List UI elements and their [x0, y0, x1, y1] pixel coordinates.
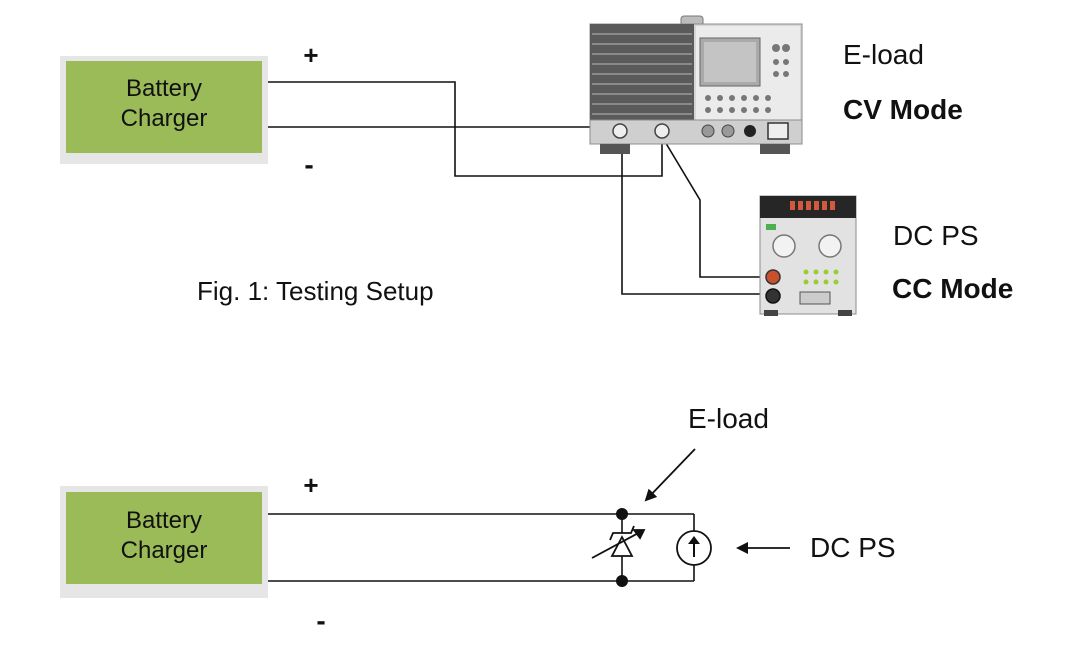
eload-pointer-arrow — [644, 448, 696, 502]
top-eload-mode: CV Mode — [843, 94, 963, 125]
bottom-minus-terminal-label: - — [316, 605, 325, 636]
top-charger-label-line2: Charger — [121, 105, 208, 132]
current-source-icon — [676, 530, 712, 566]
bottom-charger-label-line1: Battery — [126, 507, 202, 534]
top-wire-eload-to-dcps — [663, 139, 778, 278]
bottom-charger-label-line2: Charger — [121, 537, 208, 564]
eload-instrument-icon — [589, 15, 803, 154]
schematic-eload-label: E-load — [688, 403, 769, 434]
top-eload-label: E-load — [843, 39, 924, 70]
schematic-dcps-label: DC PS — [810, 532, 896, 563]
top-dcps-mode: CC Mode — [892, 273, 1013, 304]
schematic-node-bottom — [616, 575, 628, 587]
top-battery-charger-block: Battery Charger — [60, 56, 268, 164]
variable-zener-icon — [591, 525, 646, 559]
top-wire-plus — [268, 81, 663, 177]
dcps-instrument-icon — [759, 195, 857, 316]
figure-caption: Fig. 1: Testing Setup — [197, 276, 434, 306]
schematic-wiring — [268, 513, 695, 582]
top-dcps-label: DC PS — [893, 220, 979, 251]
top-wiring — [268, 81, 778, 295]
bottom-battery-charger-block: Battery Charger — [60, 486, 268, 598]
top-charger-label-line1: Battery — [126, 75, 202, 102]
schematic-node-top — [616, 508, 628, 520]
bottom-plus-terminal-label: + — [303, 470, 318, 500]
top-wire-minus — [268, 126, 778, 295]
top-minus-terminal-label: - — [304, 149, 313, 180]
top-plus-terminal-label: + — [303, 40, 318, 70]
